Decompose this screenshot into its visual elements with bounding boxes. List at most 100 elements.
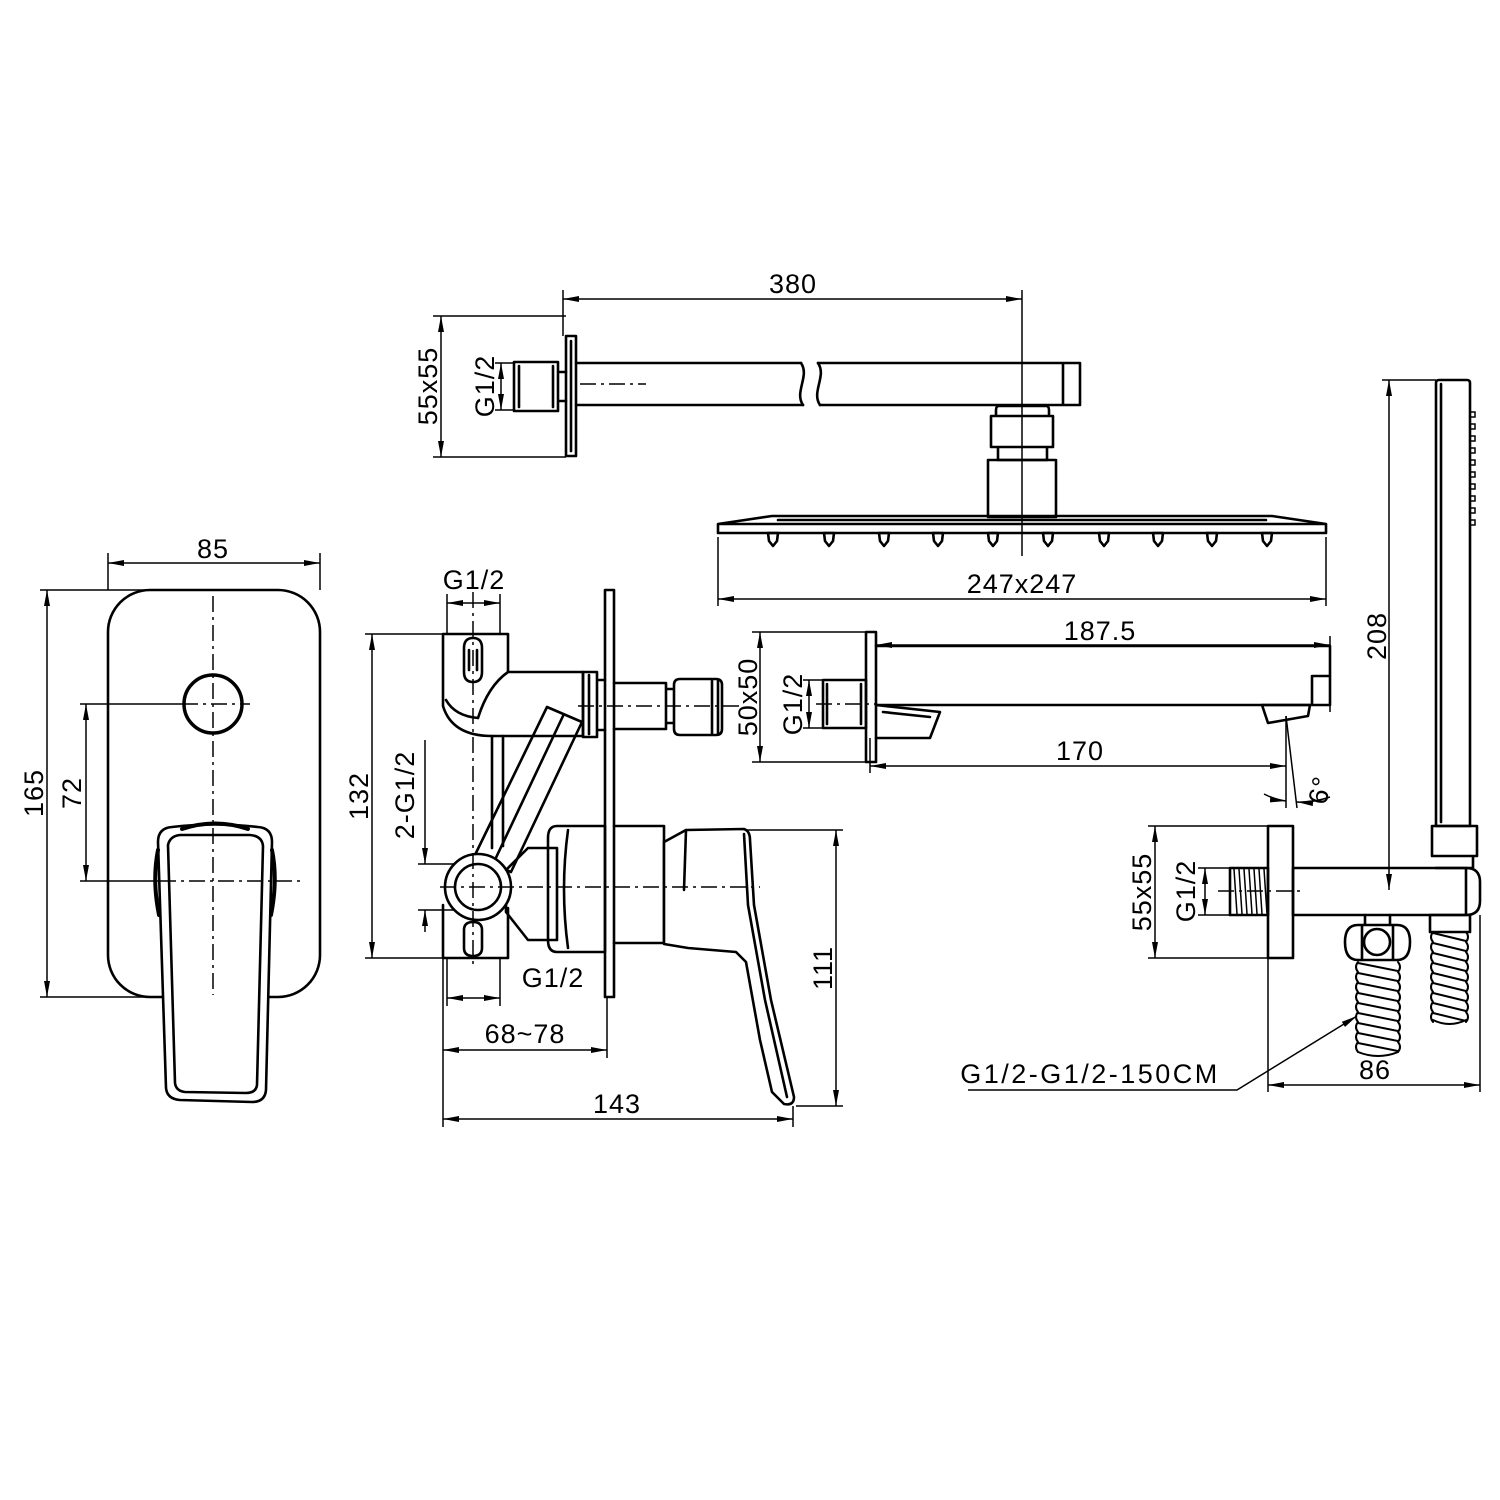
mixer-bottom-thread-label: G1/2 [522, 963, 585, 993]
knob-spacing-extension-lines [80, 703, 182, 882]
mixer-lever-side [662, 827, 796, 1106]
plate-height-label: 165 [19, 769, 49, 817]
wall-side-nut [581, 670, 607, 739]
mixer-depth-extension-lines [442, 958, 794, 1127]
nozzle [1151, 531, 1165, 548]
bath-spout: 187.5 50x50 G1/2 170 6° [733, 616, 1338, 809]
handset-nozzle [1469, 483, 1476, 490]
hand-shower-set: 208 55x55 G1/2 86 G1/2-G1/2-150CM [960, 378, 1482, 1092]
outlet-thread-label: G1/2 [1171, 860, 1201, 923]
handset-nozzle [1469, 411, 1476, 418]
hose-spec-label: G1/2-G1/2-150CM [960, 1059, 1220, 1089]
hand-shower-nozzles [1469, 411, 1476, 526]
mixer-height-label: 132 [344, 772, 374, 820]
spout-reach-label: 170 [1056, 736, 1104, 766]
wall-outlet-plate [1266, 824, 1295, 960]
nozzle [1260, 531, 1274, 548]
handset-hose-connector [1428, 913, 1472, 934]
spout-aerator [1260, 703, 1312, 725]
vertical-support [490, 734, 505, 850]
nozzle [766, 531, 780, 548]
mixer-height-extension-lines [365, 633, 443, 959]
spout-body [874, 644, 1332, 707]
hose-hex-nut-center [1362, 927, 1392, 957]
handset-nozzle [1469, 471, 1476, 478]
mixer-wall-plate [603, 588, 616, 999]
handset-nozzle [1469, 519, 1476, 526]
bottom-outlet-slot [462, 920, 484, 958]
handle-height-label: 111 [808, 946, 838, 990]
spout-wall-plate [864, 630, 878, 764]
spout-length-label: 187.5 [1064, 616, 1137, 646]
handset-nozzle [1469, 507, 1476, 514]
hose-corrugation [1355, 961, 1401, 1057]
mixer-lever-bevel [682, 828, 789, 1099]
spout-angle-arc-left [1263, 793, 1287, 803]
shower-head-size-label: 247x247 [967, 569, 1078, 599]
nozzle [1205, 531, 1219, 548]
outlet-depth-extension-lines [1267, 915, 1481, 1092]
shower-head-body [716, 514, 1328, 535]
mixer-bottom-thread-extension-lines [446, 958, 501, 1006]
inlet-slot [462, 636, 484, 684]
diverter-extension [612, 677, 724, 737]
valve-block [504, 846, 559, 942]
mixer-total-depth-label: 143 [593, 1089, 641, 1119]
spout-flange-label: 50x50 [733, 658, 763, 737]
lever-handle-inner-edge [166, 833, 265, 1095]
shower-arm-pipe [574, 361, 1082, 407]
handle-height-extension-lines [745, 829, 843, 1107]
hose-to-outlet [1355, 961, 1401, 1057]
spout-base-wedge [874, 703, 942, 740]
arm-thread-label: G1/2 [470, 355, 500, 418]
cartridge-thread [546, 824, 607, 954]
nozzle [931, 531, 945, 548]
diagonal-pipe [472, 705, 584, 874]
bottom-outlet [441, 903, 510, 960]
plate-width-label: 85 [197, 534, 229, 564]
mixer-depth-range-label: 68~78 [485, 1019, 566, 1049]
mixer-top-thread-label: G1/2 [443, 565, 506, 595]
handset-nozzle [1469, 459, 1476, 466]
hose-leader-line [968, 1015, 1358, 1091]
shower-arm-assembly: 380 55x55 G1/2 247x247 [413, 269, 1328, 606]
wall-outlet-elbow [1291, 866, 1482, 917]
mixer-side-view: G1/2 132 2-G1/2 G1/2 68~78 143 111 [344, 565, 843, 1127]
mixer-lever-handle [156, 823, 274, 1104]
mixer-outlets-label: 2-G1/2 [390, 751, 420, 840]
mixer-centerlines [440, 592, 760, 966]
hose-corrugation [1430, 931, 1469, 1025]
arm-flange-extension-lines [433, 315, 566, 458]
hand-shower-handle [1434, 378, 1472, 828]
arm-flange-label: 55x55 [413, 347, 443, 426]
outlet-flange-extension-lines [1148, 825, 1268, 959]
cover-plate-centerlines [160, 596, 300, 995]
handset-nozzle [1469, 435, 1476, 442]
hose-to-handset [1430, 931, 1469, 1025]
nozzle [877, 531, 891, 548]
handset-holder [1430, 824, 1479, 870]
shower-head-nozzles [766, 531, 1274, 548]
shower-head-extension-lines [717, 537, 1327, 606]
plate-width-extension-lines [107, 553, 321, 590]
spout-thread-label: G1/2 [778, 673, 808, 736]
nozzle [822, 531, 836, 548]
nozzle [1041, 531, 1055, 548]
outlet-flange-label: 55x55 [1127, 853, 1157, 932]
cover-plate-front-view: 85 165 72 [19, 534, 322, 1104]
spout-angle-arc-right [1296, 796, 1331, 807]
arm-break-mark [798, 361, 823, 407]
nozzle [1097, 531, 1111, 548]
knob-spacing-label: 72 [57, 777, 87, 809]
outlet-depth-label: 86 [1359, 1055, 1391, 1085]
arm-length-label: 380 [769, 269, 817, 299]
arm-wall-flange [564, 334, 578, 458]
handset-nozzle [1469, 423, 1476, 430]
handset-nozzle [1469, 495, 1476, 502]
inlet-elbow [441, 632, 585, 738]
spout-flange-extension-lines [752, 631, 866, 763]
arm-connector-nut [512, 360, 568, 413]
spout-angle-label: 6° [1303, 773, 1338, 806]
spout-angle-lines [1285, 715, 1298, 809]
